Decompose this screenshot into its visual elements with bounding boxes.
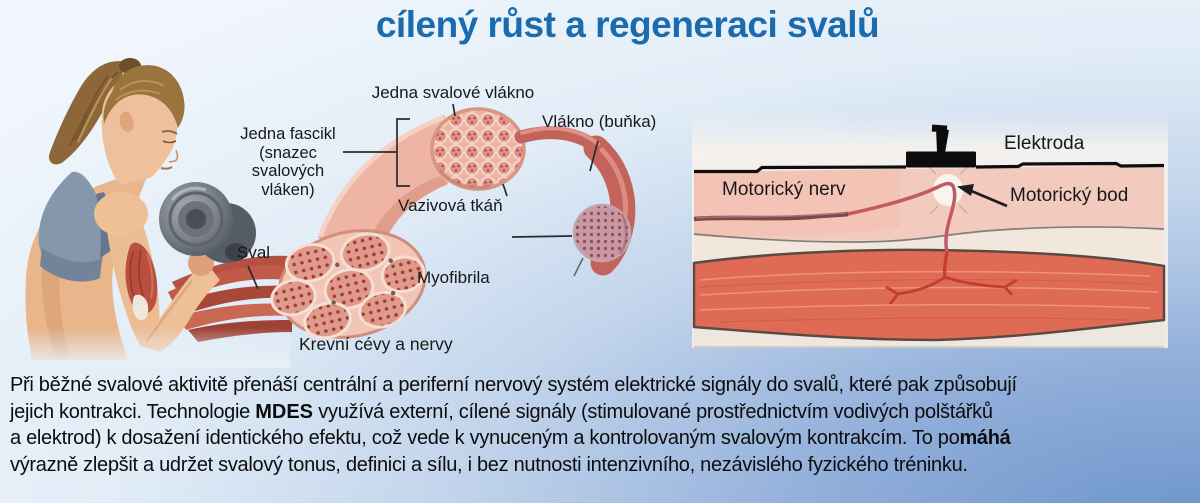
label-fiber-cell: Vlákno (buňka)	[542, 112, 657, 131]
label-connective-tissue: Vazivová tkáň	[398, 196, 503, 215]
paragraph-line-2: jejich kontrakci. Technologie MDES využí…	[10, 399, 1200, 426]
line3-before-bold: a elektrod) k dosažení identického efekt…	[10, 427, 960, 449]
stimulation-panel	[692, 112, 1168, 348]
page-title: cílený růst a regeneraci svalů	[375, 4, 880, 45]
dumbbell	[159, 182, 256, 263]
label-myofibril: Myofibrila	[417, 268, 490, 287]
paragraph-line-3: a elektrod) k dosažení identického efekt…	[10, 425, 1200, 452]
fascia-line	[693, 226, 1165, 243]
paragraph-line-4: výrazně zlepšit a udržet svalový tonus, …	[10, 453, 968, 476]
motor-point-arrow	[957, 184, 1008, 208]
label-motor-point: Motorický bod	[1010, 185, 1129, 206]
anatomy-illustration	[0, 58, 1168, 368]
label-electrode: Elektroda	[1004, 133, 1085, 154]
line2-before-brand: jejich kontrakci. Technologie	[10, 400, 256, 423]
skin-line	[694, 161, 1165, 174]
line3-bold-word: máhá	[959, 427, 1011, 449]
woman-illustration	[25, 58, 185, 360]
label-muscle: Sval	[237, 243, 271, 262]
motor-nerve-path	[693, 181, 1018, 305]
label-vessels-nerves: Krevní cévy a nervy	[299, 334, 453, 354]
brand-mdes: MDES	[255, 400, 314, 423]
description-text: Při běžné svalové aktivitě přenáší centr…	[10, 372, 1200, 478]
muscle-belly	[692, 248, 1166, 342]
muscle-cross-section	[270, 229, 427, 340]
label-single-muscle-fiber: Jedna svalové vlákno	[371, 83, 535, 102]
line2-after-brand: využívá externí, cílené signály (stimulo…	[313, 400, 993, 423]
figure-fade	[0, 328, 290, 368]
electrode-shape	[906, 124, 976, 168]
label-connector-lines	[247, 103, 599, 290]
paragraph-line-1: Při běžné svalové aktivitě přenáší centr…	[10, 374, 1017, 396]
myofibril-cross-section	[572, 203, 632, 263]
label-fascicle: Jedna fascikl (snazec svalových vláken)	[240, 125, 336, 199]
fascicle-cross-section	[430, 107, 526, 191]
label-motor-nerve: Motorický nerv	[722, 179, 846, 200]
